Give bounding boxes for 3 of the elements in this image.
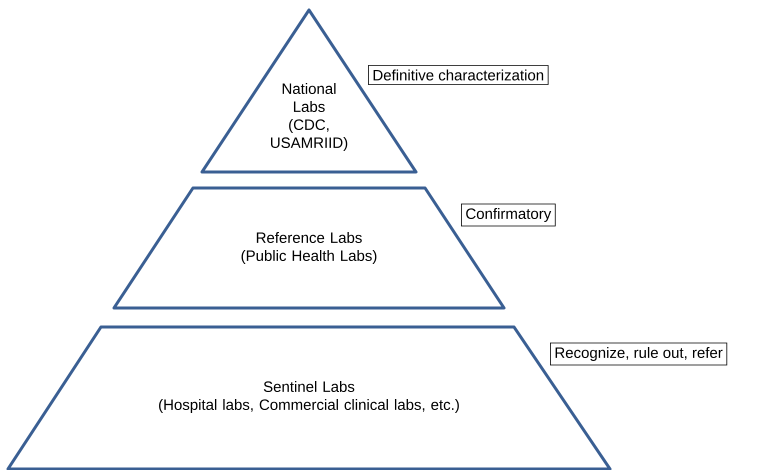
label-box: Confirmatory [461, 204, 556, 226]
label-box: Recognize, rule out, refer [550, 342, 728, 366]
label-box: Definitive characterization [368, 65, 549, 85]
